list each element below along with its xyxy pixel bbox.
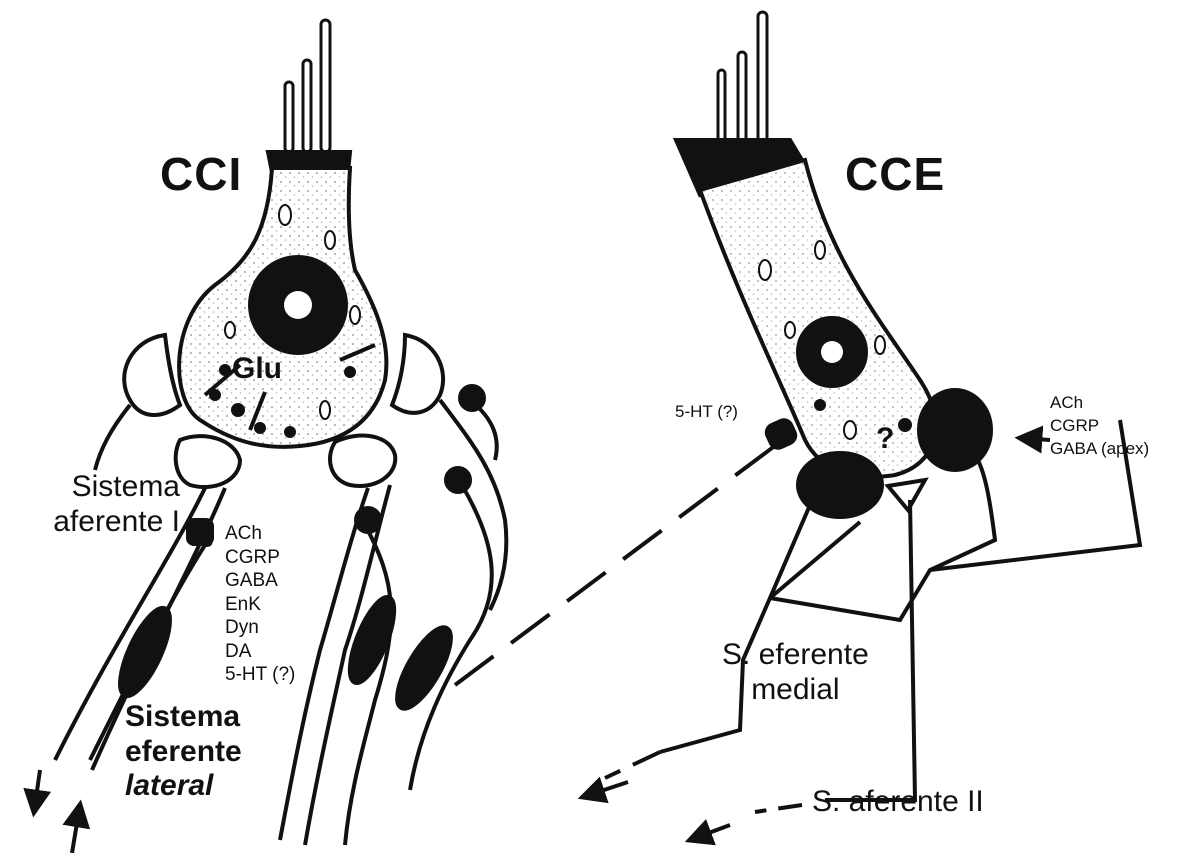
outer-efferent-bouton-right [919,390,991,470]
afferent-ii-label: S. aferente II [812,785,984,820]
medial-line-1: S. eferente [722,638,869,673]
question-mark-label: ? [876,422,894,457]
cci-title: CCI [160,148,242,201]
inner-stereocilia [285,20,330,152]
afferent-i-line-2: aferente I [53,505,180,540]
lateral-line-1: Sistema [125,700,242,735]
lateral-line-3: lateral [125,769,242,804]
lateral-neurotransmitter-item: EnK [225,593,295,617]
outer-5ht-bouton [764,418,798,451]
outer-afferent-bouton [888,480,925,510]
lateral-neurotransmitter-item: DA [225,640,295,664]
cce-title: CCE [845,148,945,201]
left-direction-arrows [34,770,80,853]
inner-nucleolus [284,291,312,319]
medial-neurotransmitter-item: ACh [1050,392,1149,415]
cce-5ht-label: 5-HT (?) [675,402,738,422]
medial-neurotransmitter-item: GABA (apex) [1050,438,1149,461]
afferent-i-line-1: Sistema [72,470,180,505]
medial-line-2: medial [751,673,839,708]
lateral-neurotransmitter-item: GABA [225,569,295,593]
outer-stereocilia [718,12,767,142]
glu-label: Glu [232,352,282,387]
lateral-neurotransmitter-item: ACh [225,522,295,546]
afferent-i-label: Sistema aferente I [30,470,180,539]
lateral-neurotransmitter-item: Dyn [225,616,295,640]
lateral-neurotransmitter-item: CGRP [225,546,295,570]
inner-hair-cell [179,20,386,447]
lateral-efferent-label: Sistema eferente lateral [125,700,242,804]
medial-efferent-label: S. eferente medial [722,638,869,707]
outer-hair-cell [676,12,991,517]
medial-neurotransmitter-item: CGRP [1050,415,1149,438]
lateral-line-2: eferente [125,735,242,770]
lateral-neurotransmitter-item: 5-HT (?) [225,663,295,687]
